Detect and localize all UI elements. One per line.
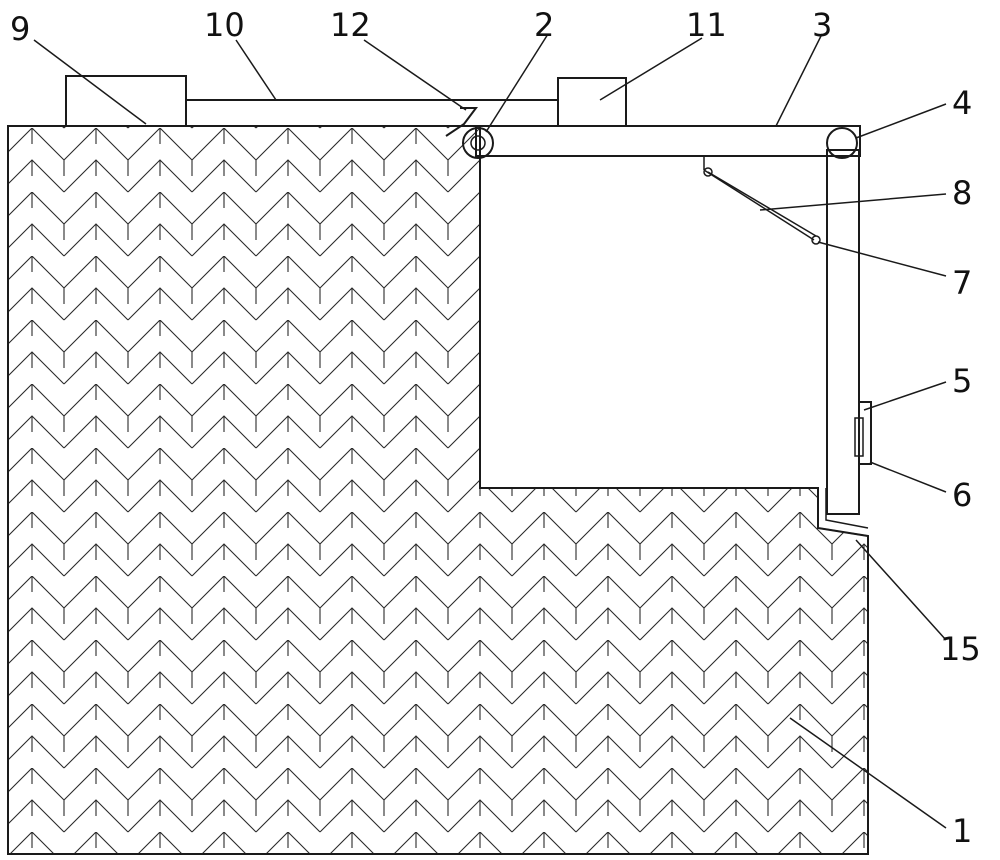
- cover-plate: [475, 125, 861, 157]
- base-body: [7, 125, 869, 855]
- support-arm: [703, 156, 821, 245]
- step-groove: [817, 488, 869, 537]
- step-groove-inner: [825, 488, 869, 529]
- ref-11: 11: [686, 6, 727, 44]
- right-block: [557, 77, 627, 127]
- right-hinge: [826, 127, 858, 159]
- ref-6: 6: [952, 476, 972, 514]
- ref-9: 9: [10, 10, 30, 48]
- side-panel: [826, 149, 860, 515]
- ref-3: 3: [812, 6, 832, 44]
- ref-12: 12: [330, 6, 371, 44]
- latch: [854, 401, 872, 465]
- leader-lines: [33, 33, 947, 829]
- hook: [445, 107, 478, 137]
- ref-15: 15: [940, 630, 981, 668]
- left-hinge: [462, 127, 494, 159]
- ref-7: 7: [952, 264, 972, 302]
- ref-5: 5: [952, 362, 972, 400]
- ref-8: 8: [952, 174, 972, 212]
- left-block: [65, 75, 187, 127]
- ref-2: 2: [534, 6, 554, 44]
- connecting-rod: [185, 99, 559, 127]
- ref-10: 10: [204, 6, 245, 44]
- ref-1: 1: [952, 812, 972, 850]
- ref-4: 4: [952, 84, 972, 122]
